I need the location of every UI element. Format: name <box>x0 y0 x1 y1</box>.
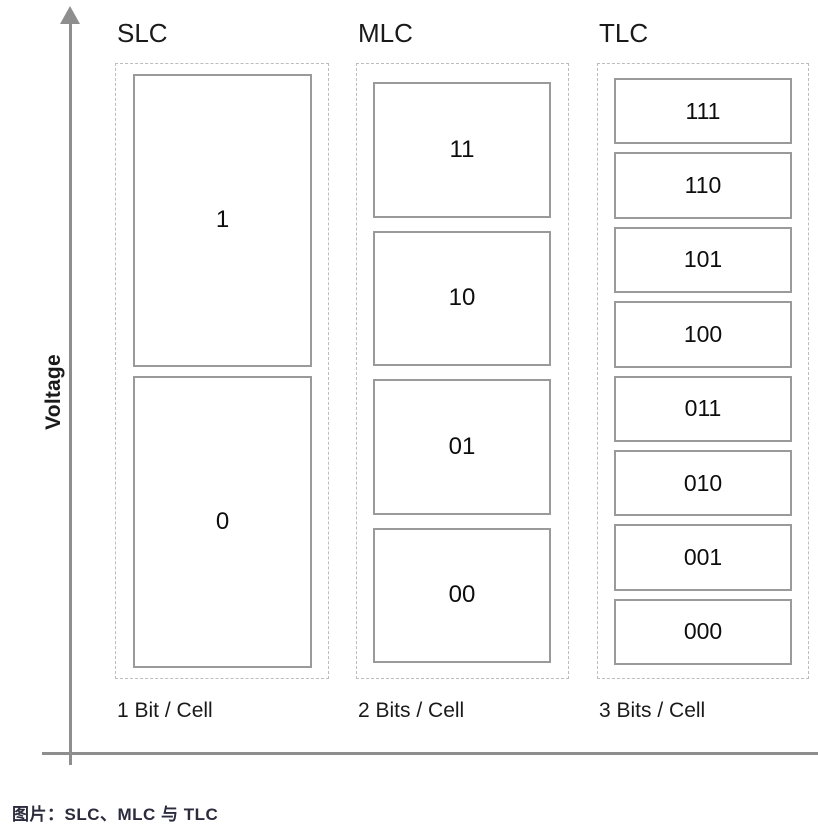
column-header-tlc: TLC <box>599 18 649 48</box>
level-box: 001 <box>614 524 792 591</box>
level-box: 100 <box>614 301 792 368</box>
level-box: 01 <box>373 379 551 515</box>
level-box: 110 <box>614 152 792 219</box>
arrow-up-icon <box>60 6 80 24</box>
level-list-mlc: 11 10 01 00 <box>357 64 568 678</box>
voltage-axis-label: Voltage <box>42 354 65 430</box>
column-footer-mlc: 2 Bits / Cell <box>358 699 465 722</box>
level-box: 011 <box>614 375 792 442</box>
column-group-mlc: 11 10 01 00 <box>356 63 569 679</box>
level-box: 1 <box>133 74 312 367</box>
column-footer-tlc: 3 Bits / Cell <box>599 699 706 722</box>
level-list-slc: 1 0 <box>116 64 328 678</box>
level-box: 000 <box>614 598 792 665</box>
figure-caption: 图片：SLC、MLC 与 TLC <box>12 805 219 824</box>
column-footer-slc: 1 Bit / Cell <box>117 699 213 722</box>
voltage-axis-line <box>69 14 72 765</box>
column-group-tlc: 111 110 101 100 011 010 001 000 <box>597 63 809 679</box>
column-group-slc: 1 0 <box>115 63 329 679</box>
column-header-slc: SLC <box>117 18 168 48</box>
level-list-tlc: 111 110 101 100 011 010 001 000 <box>598 64 808 678</box>
level-box: 0 <box>133 375 312 668</box>
column-header-mlc: MLC <box>358 18 413 48</box>
level-box: 00 <box>373 527 551 663</box>
level-box: 11 <box>373 82 551 218</box>
level-box: 010 <box>614 449 792 517</box>
level-box: 101 <box>614 226 792 294</box>
level-box: 111 <box>614 78 792 145</box>
level-box: 10 <box>373 230 551 366</box>
horizontal-axis-line <box>42 752 818 755</box>
